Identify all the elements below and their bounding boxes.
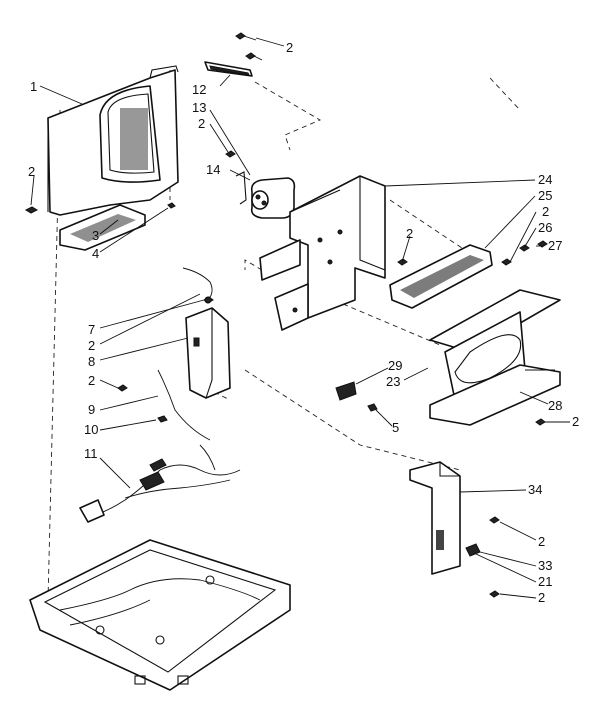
vent-grille [389,244,493,309]
blower-housing [429,289,561,426]
callout-7: 7 [88,322,95,337]
callout-28: 28 [548,398,562,413]
control-bracket [185,307,231,399]
callout-5: 5 [392,420,399,435]
callout-2: 2 [542,204,549,219]
callout-labels: 1 2 2 3 4 12 13 2 14 24 25 2 26 27 2 7 2… [28,40,579,605]
callout-12: 12 [192,82,206,97]
callout-4: 4 [92,246,99,261]
screw-set-top [235,32,263,61]
callout-3: 3 [92,228,99,243]
callout-11: 11 [84,446,98,461]
callout-23: 23 [386,374,400,389]
top-bracket [204,61,253,77]
callout-2: 2 [28,164,35,179]
switch-and-knob [335,381,378,412]
callout-2: 2 [88,373,95,388]
wire-and-clip [157,369,211,441]
callout-26: 26 [538,220,552,235]
air-filter [59,204,146,251]
chassis-bulkhead [259,175,386,331]
callout-21: 21 [538,574,552,589]
callout-9: 9 [88,402,95,417]
front-grille-panel [47,65,179,216]
callout-2: 2 [538,534,545,549]
callout-2: 2 [538,590,545,605]
callout-33: 33 [538,558,552,573]
base-pan [29,539,291,691]
callout-24: 24 [538,172,552,187]
callout-2: 2 [198,116,205,131]
callout-2: 2 [572,414,579,429]
callout-13: 13 [192,100,206,115]
callout-29: 29 [388,358,402,373]
callout-34: 34 [528,482,542,497]
callout-25: 25 [538,188,552,203]
power-cord-harness [79,444,241,523]
callout-2: 2 [88,338,95,353]
callout-1: 1 [30,79,37,94]
leader-lines [30,37,570,599]
capacitor [235,171,296,219]
callout-14: 14 [206,162,220,177]
callout-10: 10 [84,422,98,437]
callout-27: 27 [548,238,562,253]
side-control-bracket [409,461,481,575]
callout-2: 2 [286,40,293,55]
callout-8: 8 [88,354,95,369]
callout-2: 2 [406,226,413,241]
